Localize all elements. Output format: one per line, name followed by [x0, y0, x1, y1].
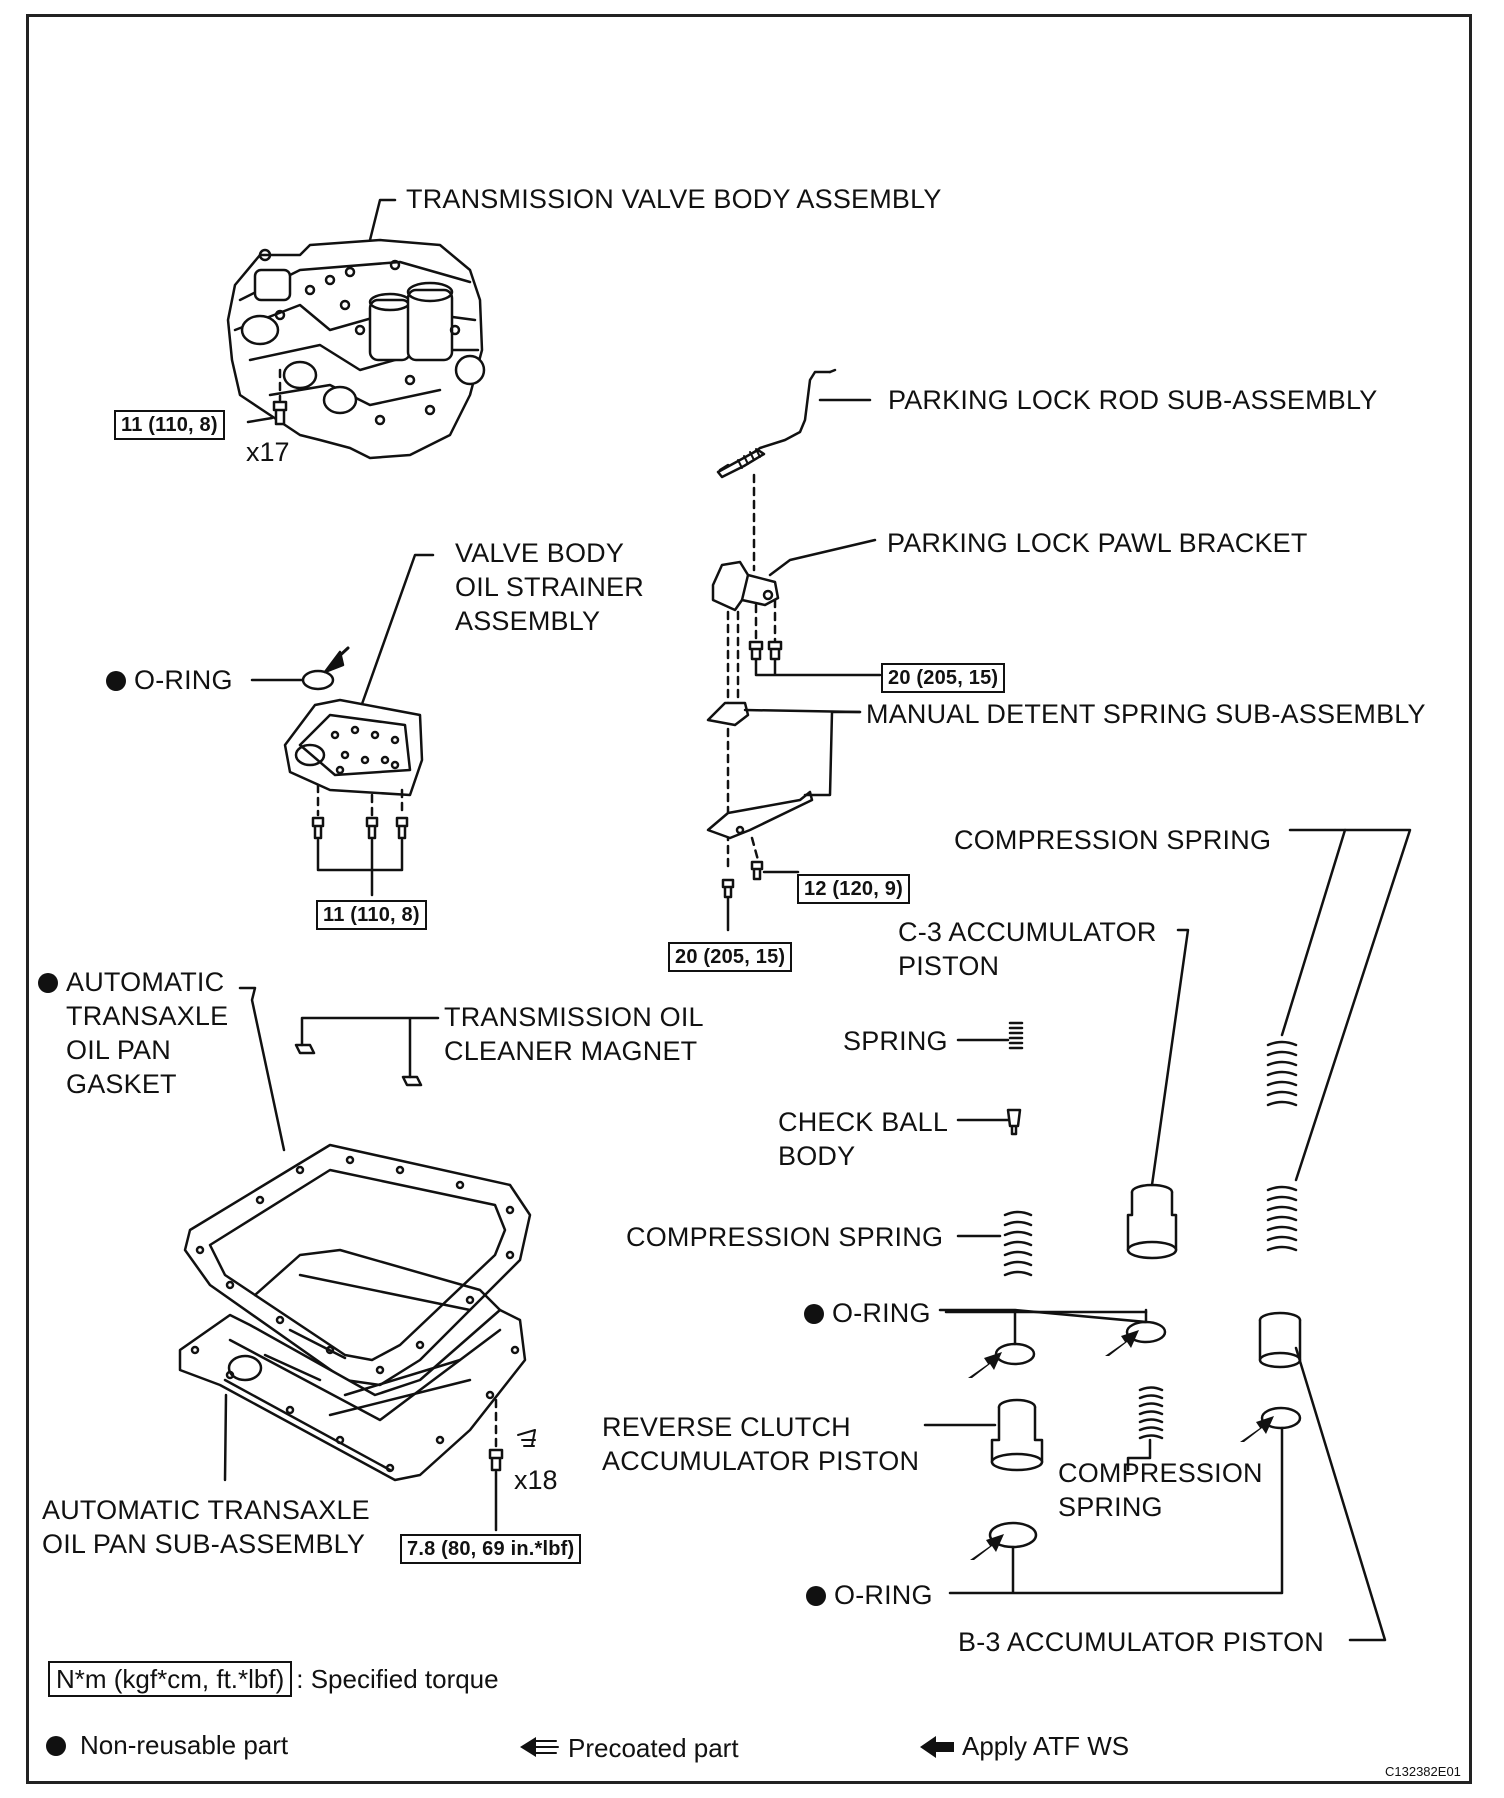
figure-code: C132382E01 — [1385, 1764, 1461, 1779]
label-c3-piston: C-3 ACCUMULATOR PISTON — [898, 917, 1157, 981]
c3-accumulator-piston-drawing — [1126, 928, 1190, 1260]
label-parking-rod: PARKING LOCK ROD SUB-ASSEMBLY — [888, 385, 1378, 415]
qty-pan-bolts: x18 — [514, 1465, 558, 1495]
parking-lock-rod-drawing — [716, 368, 872, 572]
compression-spring-right-drawing — [1266, 828, 1412, 1252]
torque-strainer-bolt: 11 (110, 8) — [316, 900, 427, 930]
non-reusable-dot — [106, 671, 126, 691]
oil-pan-drawing — [178, 1248, 536, 1532]
oil-pan-gasket-drawing — [183, 986, 532, 1387]
label-oil-pan: AUTOMATIC TRANSAXLE OIL PAN SUB-ASSEMBLY — [42, 1495, 370, 1559]
compression-spring-low-drawing — [1126, 1386, 1164, 1472]
manual-detent-spring-drawing — [706, 701, 862, 932]
non-reusable-dot — [38, 973, 58, 993]
magnet-drawing — [294, 1016, 440, 1087]
label-strainer: VALVE BODY OIL STRAINER ASSEMBLY — [455, 538, 644, 636]
torque-detent-small-bolt: 12 (120, 9) — [797, 874, 910, 904]
torque-pan-bolt: 7.8 (80, 69 in.*lbf) — [400, 1534, 582, 1564]
legend-non-reusable: Non-reusable part — [46, 1728, 288, 1762]
label-pan-gasket: AUTOMATIC TRANSAXLE OIL PAN GASKET — [38, 965, 228, 1101]
label-valve-body: TRANSMISSION VALVE BODY ASSEMBLY — [406, 184, 942, 214]
label-parking-pawl: PARKING LOCK PAWL BRACKET — [887, 528, 1308, 558]
reverse-clutch-piston-drawing — [923, 1398, 1044, 1472]
label-o-ring-mid: O-RING — [804, 1296, 931, 1330]
label-reverse-piston: REVERSE CLUTCH ACCUMULATOR PISTON — [602, 1412, 920, 1476]
label-b3-piston: B-3 ACCUMULATOR PISTON — [958, 1627, 1324, 1657]
non-reusable-dot — [46, 1736, 66, 1756]
label-compression-spring-top: COMPRESSION SPRING — [954, 825, 1272, 855]
legend-glyphs — [520, 1736, 954, 1758]
legend-non-reusable-text: Non-reusable part — [80, 1730, 289, 1760]
non-reusable-dot — [804, 1304, 824, 1324]
label-check-ball: CHECK BALL BODY — [778, 1107, 949, 1171]
label-compression-spring-low: COMPRESSION SPRING — [1058, 1458, 1263, 1522]
label-o-ring-low: O-RING — [806, 1578, 933, 1612]
small-spring-drawing — [956, 1021, 1024, 1050]
valve-body-assembly-drawing — [226, 198, 486, 460]
o-rings-drawing — [938, 1308, 1302, 1595]
diagram-frame — [26, 14, 1472, 1784]
torque-detent-bolt: 20 (205, 15) — [668, 942, 793, 972]
label-compression-spring-mid: COMPRESSION SPRING — [626, 1222, 944, 1252]
torque-valve-body-bolt: 11 (110, 8) — [114, 410, 225, 440]
qty-valve-body-bolts: x17 — [246, 437, 290, 467]
legend-torque: N*m (kgf*cm, ft.*lbf): Specified torque — [48, 1661, 499, 1697]
check-ball-body-drawing — [956, 1108, 1022, 1136]
compression-spring-mid-drawing — [956, 1210, 1033, 1277]
oil-strainer-drawing — [250, 553, 435, 897]
torque-pawl-bolt: 20 (205, 15) — [881, 663, 1006, 693]
label-detent-spring: MANUAL DETENT SPRING SUB-ASSEMBLY — [866, 699, 1426, 729]
o-ring-text: O-RING — [832, 1298, 931, 1328]
legend-torque-text: : Specified torque — [296, 1664, 499, 1694]
legend-apply-atf: Apply ATF WS — [962, 1731, 1130, 1761]
o-ring-text: O-RING — [834, 1580, 933, 1610]
label-o-ring-strainer: O-RING — [106, 663, 233, 697]
label-magnet: TRANSMISSION OIL CLEANER MAGNET — [444, 1002, 704, 1066]
pan-gasket-text: AUTOMATIC TRANSAXLE OIL PAN GASKET — [66, 967, 229, 1099]
o-ring-text: O-RING — [134, 665, 233, 695]
legend-torque-box: N*m (kgf*cm, ft.*lbf) — [48, 1661, 293, 1697]
b3-accumulator-piston-drawing — [1258, 1311, 1387, 1642]
non-reusable-dot — [806, 1586, 826, 1606]
label-spring: SPRING — [843, 1026, 948, 1056]
legend-precoated: Precoated part — [568, 1733, 739, 1763]
